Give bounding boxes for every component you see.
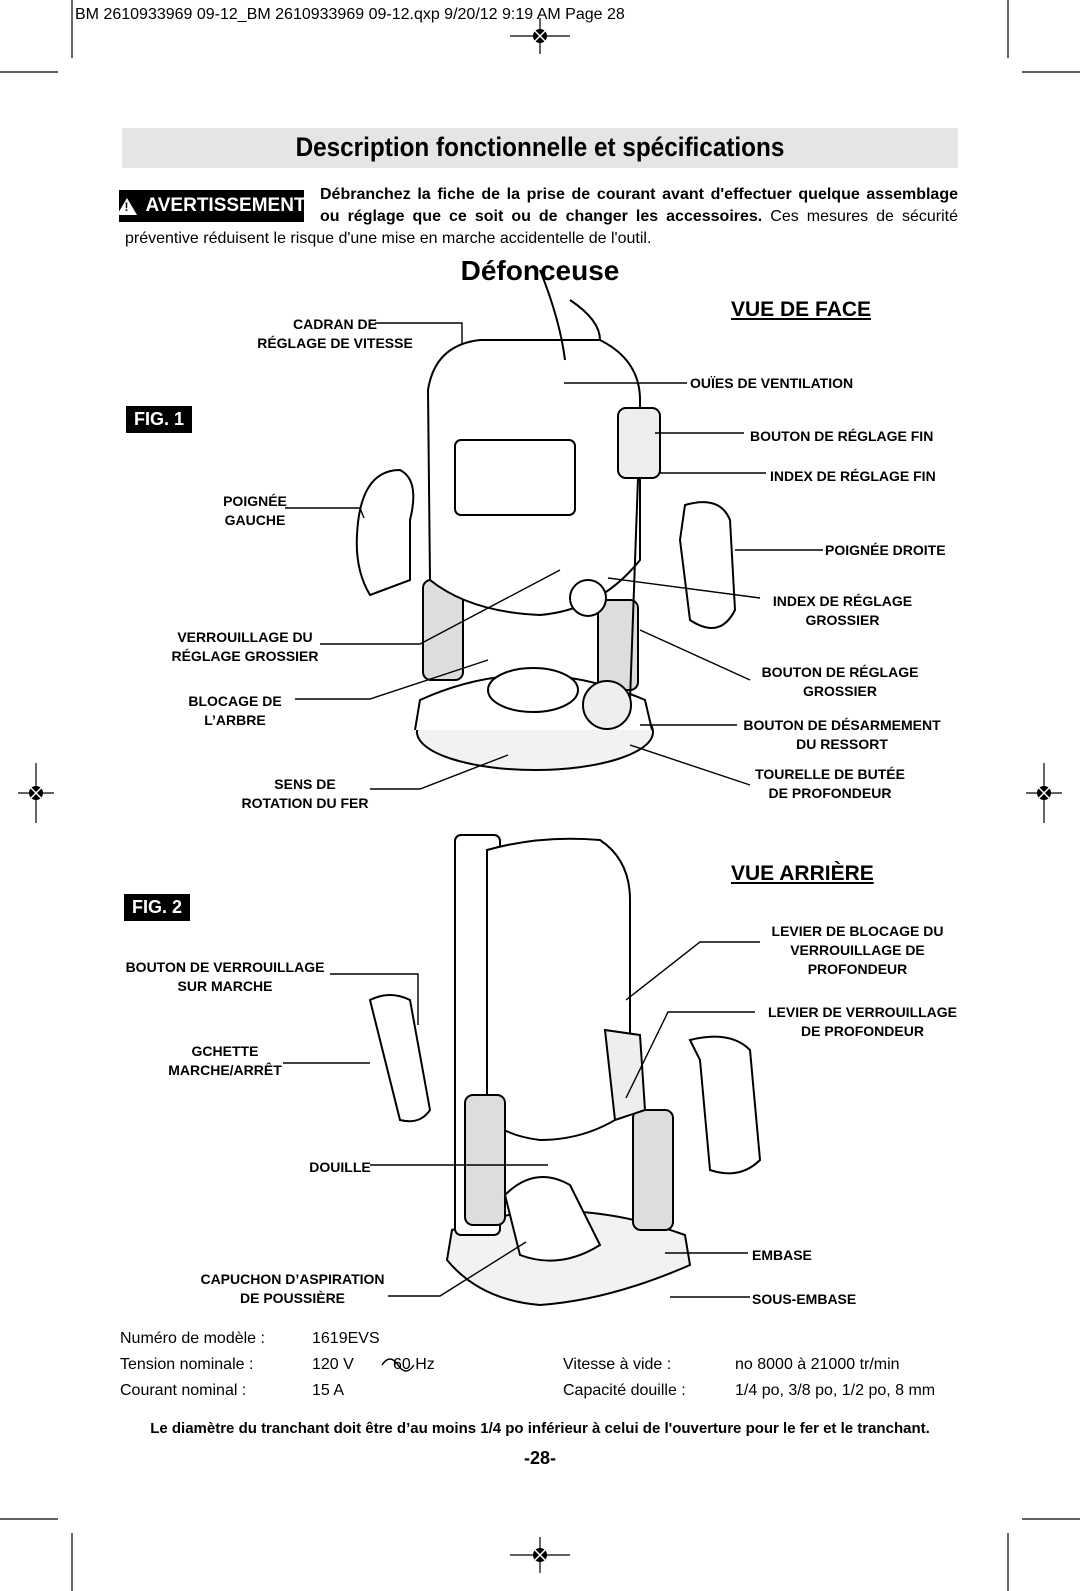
label-poignee-droite: POIGNÉE DROITE <box>825 542 946 558</box>
warning-line-1: Débranchez la fiche de la prise de coura… <box>320 186 958 203</box>
spec-voltage-label: Tension nominale : <box>120 1356 254 1373</box>
label-bouton-grossier: BOUTON DE RÉGLAGE GROSSIER <box>761 664 919 699</box>
fig2-tag: FIG. 2 <box>124 894 191 921</box>
spec-collet-label: Capacité douille : <box>563 1382 686 1399</box>
subtitle: Défonceuse <box>460 255 620 286</box>
page-number: -28- <box>523 1448 556 1468</box>
label-bouton-fin: BOUTON DE RÉGLAGE FIN <box>750 428 934 444</box>
label-poignee-gauche: POIGNÉE GAUCHE <box>223 493 287 528</box>
spec-current-value: 15 A <box>312 1382 345 1399</box>
label-douille: DOUILLE <box>309 1159 371 1175</box>
label-blocage: BLOCAGE DE L’ARBRE <box>188 693 282 728</box>
label-desarmement: BOUTON DE DÉSARMEMENT DU RESSORT <box>743 717 941 752</box>
label-levier-blocage: LEVIER DE BLOCAGE DU VERROUILLAGE DE PRO… <box>771 923 944 977</box>
warning-badge: AVERTISSEMENT <box>117 190 306 222</box>
label-index-grossier: INDEX DE RÉGLAGE GROSSIER <box>772 593 913 628</box>
bit-diameter-note: Le diamètre du tranchant doit être d’au … <box>150 1420 930 1437</box>
label-levier-verrouillage: LEVIER DE VERROUILLAGE DE PROFONDEUR <box>767 1004 958 1039</box>
label-capuchon: CAPUCHON D’ASPIRATION DE POUSSIÈRE <box>200 1271 385 1306</box>
label-bouton-verrouillage: BOUTON DE VERROUILLAGE SUR MARCHE <box>125 959 325 994</box>
spec-model-label: Numéro de modèle : <box>120 1330 265 1347</box>
page-title: Description fonctionnelle et spécificati… <box>295 132 785 162</box>
print-header: BM 2610933969 09-12_BM 2610933969 09-12.… <box>75 6 625 23</box>
fig1-view-title: VUE DE FACE <box>731 298 872 321</box>
label-sous-embase: SOUS-EMBASE <box>752 1291 857 1307</box>
label-verrouillage: VERROUILLAGE DU RÉGLAGE GROSSIER <box>171 629 319 664</box>
warning-line-2-rest: Ces mesures de sécurité <box>762 208 959 225</box>
spec-voltage-value-b: 60 Hz <box>393 1356 435 1373</box>
spec-collet-value: 1/4 po, 3/8 po, 1/2 po, 8 mm <box>735 1382 936 1399</box>
warning-line-2-bold: ou réglage que ce soit ou de changer les… <box>320 208 763 225</box>
warning-badge-label: AVERTISSEMENT <box>145 195 306 216</box>
label-tourelle: TOURELLE DE BUTÉE DE PROFONDEUR <box>755 766 905 801</box>
label-embase: EMBASE <box>752 1247 812 1263</box>
fig2-view-title: VUE ARRIÈRE <box>731 862 874 885</box>
spec-current-label: Courant nominal : <box>120 1382 247 1399</box>
label-ouies: OUÏES DE VENTILATION <box>690 375 854 391</box>
fig1-tag: FIG. 1 <box>126 406 193 433</box>
spec-model-value: 1619EVS <box>312 1330 380 1347</box>
spec-speed-value: no 8000 à 21000 tr/min <box>735 1356 900 1373</box>
label-sens: SENS DE ROTATION DU FER <box>241 776 369 811</box>
spec-voltage-value-a: 120 V <box>312 1356 354 1373</box>
warning-icon <box>117 197 138 215</box>
label-cadran: CADRAN DE RÉGLAGE DE VITESSE <box>257 316 413 351</box>
title-band <box>122 128 958 168</box>
warning-line-3: préventive réduisent le risque d'une mis… <box>125 230 652 247</box>
label-gachette: GCHETTE MARCHE/ARRÊT <box>168 1043 282 1078</box>
spec-speed-label: Vitesse à vide : <box>563 1356 672 1373</box>
warning-line-2: ou réglage que ce soit ou de changer les… <box>320 208 958 226</box>
label-index-fin: INDEX DE RÉGLAGE FIN <box>770 468 936 484</box>
